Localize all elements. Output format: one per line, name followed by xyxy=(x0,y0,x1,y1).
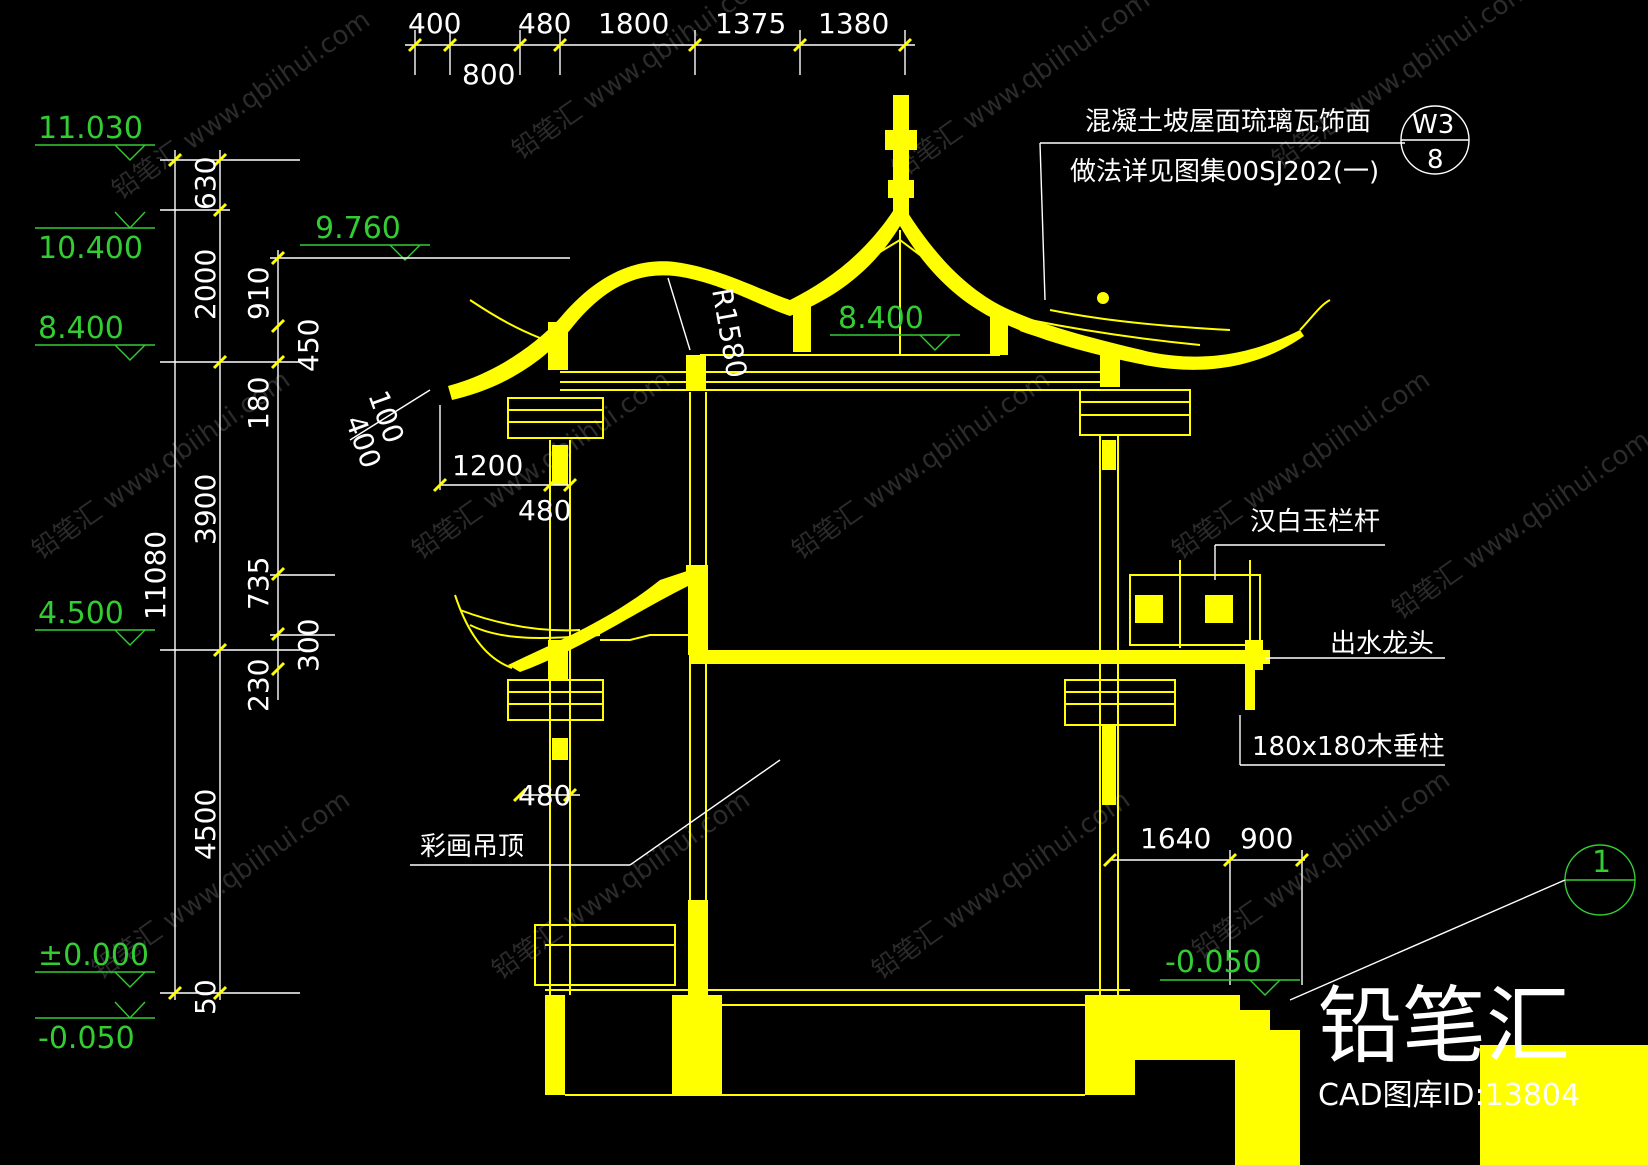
level-8400: 8.400 xyxy=(38,311,124,346)
axis-label: 1 xyxy=(1592,845,1611,880)
spout-note: 出水龙头 xyxy=(1330,629,1434,659)
inner-dimension-chain: 910 450 180 735 300 230 xyxy=(242,250,570,712)
watermark: 铅笔汇 www.qbiihui.com xyxy=(1187,765,1456,966)
inner-dim-910: 910 xyxy=(242,267,275,320)
dim-1640: 1640 xyxy=(1140,822,1211,855)
foundation xyxy=(534,924,1648,1165)
top-dim-400: 400 xyxy=(408,7,461,40)
watermark-layer: 铅笔汇 www.qbiihui.com 铅笔汇 www.qbiihui.com … xyxy=(27,0,1648,986)
lower-roof xyxy=(454,565,706,680)
top-dim-1380: 1380 xyxy=(818,7,889,40)
left-dim-630: 630 xyxy=(189,157,222,210)
ceiling-note: 彩画吊顶 xyxy=(420,832,524,862)
roof-note-line2: 做法详见图集00SJ202(一) xyxy=(1070,157,1379,187)
left-dim-2000: 2000 xyxy=(189,249,222,320)
watermark: 铅笔汇 www.qbiihui.com xyxy=(107,5,376,206)
railing xyxy=(1129,560,1261,648)
level-right-minus-0050: -0.050 xyxy=(1165,945,1262,980)
annotations: 混凝土坡屋面琉璃瓦饰面 做法详见图集00SJ202(一) W3 8 汉白玉栏杆 … xyxy=(410,105,1636,1001)
detail-ref-bottom: 8 xyxy=(1427,145,1444,175)
level-4500: 4.500 xyxy=(38,596,124,631)
top-dim-480: 480 xyxy=(518,7,571,40)
upper-roof xyxy=(448,95,1331,400)
level-minus-0050: -0.050 xyxy=(38,1021,135,1056)
top-dim-800: 800 xyxy=(462,58,515,91)
inner-dim-300: 300 xyxy=(292,619,325,672)
top-dim-1800: 1800 xyxy=(598,7,669,40)
radius-label: R1580 xyxy=(705,285,753,380)
dim-480a: 480 xyxy=(518,494,571,527)
watermark: 铅笔汇 www.qbiihui.com xyxy=(407,365,676,566)
left-dim-3900: 3900 xyxy=(189,474,222,545)
watermark: 铅笔汇 www.qbiihui.com xyxy=(487,785,756,986)
floor-slab xyxy=(690,640,1270,710)
left-dim-11080: 11080 xyxy=(139,531,172,620)
level-9760: 9.760 xyxy=(315,211,401,246)
right-dimensions: 1640 900 -0.050 xyxy=(1102,822,1310,996)
left-dimension-chain: 630 2000 3900 4500 50 11080 xyxy=(139,150,300,1015)
top-dimension-chain: 400 480 1800 1375 1380 800 xyxy=(405,7,915,91)
top-dim-1375: 1375 xyxy=(715,7,786,40)
inner-dim-230: 230 xyxy=(242,659,275,712)
dim-1200: 1200 xyxy=(452,449,523,482)
brand-overlay: 铅笔汇 CAD图库ID:13804 xyxy=(1318,977,1580,1113)
watermark: 铅笔汇 www.qbiihui.com xyxy=(1267,0,1536,176)
level-11030: 11.030 xyxy=(38,111,143,146)
level-10400: 10.400 xyxy=(38,231,143,266)
columns xyxy=(549,392,1119,995)
left-dim-50: 50 xyxy=(189,979,222,1015)
dim-480b: 480 xyxy=(518,779,571,812)
inner-dim-180: 180 xyxy=(242,377,275,430)
brand-name: 铅笔汇 xyxy=(1318,977,1570,1075)
level-0000: ±0.000 xyxy=(38,938,149,973)
inner-dim-735: 735 xyxy=(242,557,275,610)
upper-inner-level: 8.400 xyxy=(830,301,960,351)
watermark: 铅笔汇 www.qbiihui.com xyxy=(1387,425,1648,626)
dim-900: 900 xyxy=(1240,822,1293,855)
railing-note: 汉白玉栏杆 xyxy=(1250,507,1380,537)
level-inner-8400: 8.400 xyxy=(838,301,924,336)
left-levels: 11.030 10.400 9.760 8.400 4.500 ±0.000 -… xyxy=(35,111,430,1056)
inner-dim-450: 450 xyxy=(292,319,325,372)
roof-note-line1: 混凝土坡屋面琉璃瓦饰面 xyxy=(1085,107,1371,137)
hanging-column-note: 180x180木垂柱 xyxy=(1252,732,1445,762)
watermark: 铅笔汇 www.qbiihui.com xyxy=(867,785,1136,986)
bracket-sets xyxy=(507,389,1191,726)
watermark: 铅笔汇 www.qbiihui.com xyxy=(787,365,1056,566)
brand-id: CAD图库ID:13804 xyxy=(1318,1078,1580,1113)
detail-ref-top: W3 xyxy=(1412,110,1454,140)
left-dim-4500: 4500 xyxy=(189,789,222,860)
